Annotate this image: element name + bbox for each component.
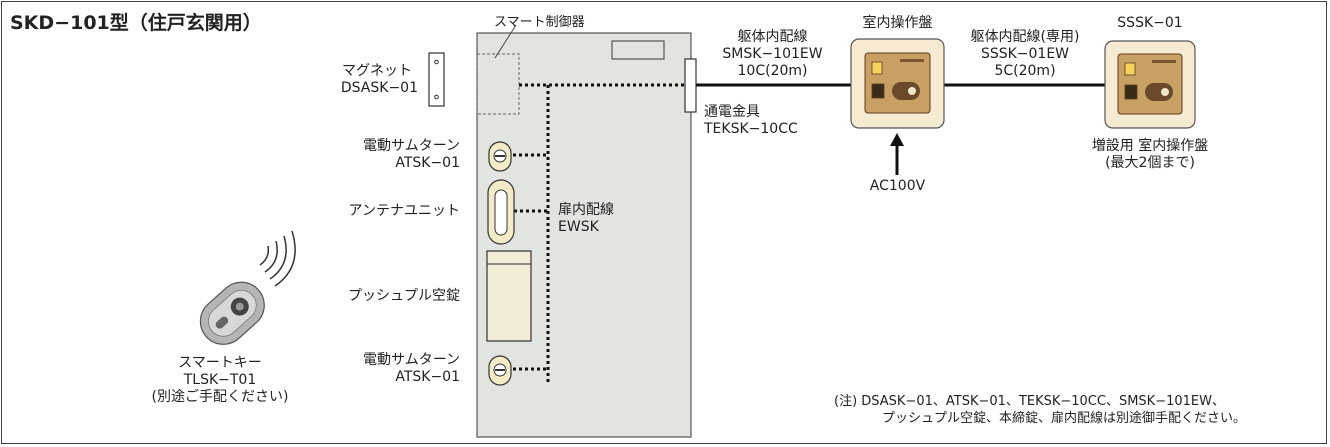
smart-key-fob [199, 281, 265, 345]
magnet-model: DSASK−01 [340, 80, 418, 96]
body-wiring-2-spec: 5C(20m) [994, 63, 1056, 79]
body-wiring-1-name: 躯体内配線 [737, 29, 808, 45]
smart-key-name: スマートキー [178, 355, 262, 371]
extra-panel-name: 増設用 室内操作盤 [1091, 138, 1209, 154]
indoor-panel-device [850, 38, 945, 129]
footnote-line-2: プッシュプル空錠、本締錠、扉内配線は別途御手配ください。 [882, 411, 1247, 426]
body-wiring-2-name: 躯体内配線(専用) [970, 29, 1080, 45]
thumbturn-bottom-name: 電動サムターン [362, 352, 460, 368]
body-wiring-2-model: SSSK−01EW [980, 46, 1070, 62]
door-top-window [611, 40, 665, 60]
smart-controller-pointer [494, 24, 517, 59]
thumbturn-top-name: 電動サムターン [362, 138, 460, 154]
antenna-unit-label: アンテナユニット [348, 203, 460, 219]
radio-waves [259, 230, 296, 287]
extra-panel-note: (最大2個まで) [1105, 155, 1195, 171]
pushpull-lock-label: プッシュプル空錠 [348, 288, 460, 304]
indoor-panel-label: 室内操作盤 [862, 15, 933, 31]
smart-controller-label: スマート制御器 [494, 15, 585, 30]
power-arrow-head [890, 133, 904, 146]
extra-panel-device [1104, 40, 1196, 129]
antenna-unit-device [487, 179, 515, 245]
body-wiring-1-spec: 10C(20m) [737, 63, 808, 79]
door-wiring-name: 扉内配線 [558, 202, 614, 218]
thumbturn-top-model: ATSK−01 [395, 155, 460, 171]
conduction-hardware-model: TEKSK−10CC [704, 121, 798, 137]
body-wiring-1-model: SMSK−101EW [722, 46, 823, 62]
conduction-hardware-device [684, 58, 697, 113]
conduction-hardware-name: 通電金具 [704, 104, 760, 120]
thumbturn-top-device [488, 141, 512, 172]
smart-key-note: (別途ご手配ください) [151, 389, 289, 405]
thumbturn-bottom-device [488, 355, 512, 386]
diagram-title: SKD−101型（住戸玄関用） [10, 12, 262, 34]
extra-panel-model: SSSK−01 [1117, 15, 1183, 31]
magnet-device [428, 52, 445, 107]
indoor-panel-power: AC100V [869, 178, 926, 194]
smart-key-model: TLSK−T01 [183, 372, 257, 388]
magnet-name: マグネット [342, 63, 412, 79]
footnote-line-1: (注) DSASK−01、ATSK−01、TEKSK−10CC、SMSK−101… [834, 394, 1225, 409]
door-wiring-model: EWSK [558, 219, 599, 235]
thumbturn-bottom-model: ATSK−01 [395, 369, 460, 385]
pushpull-lock-device [486, 250, 532, 342]
